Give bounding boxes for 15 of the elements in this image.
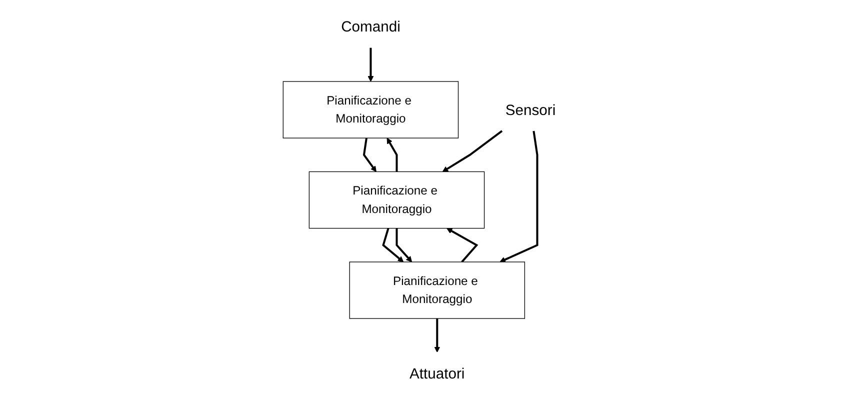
arrow — [386, 138, 398, 172]
arrow — [382, 228, 404, 262]
node-box: Pianificazione e Monitoraggio — [349, 262, 526, 319]
node-text: Attuatori — [410, 364, 465, 382]
arrow — [446, 228, 478, 263]
node-text: Sensori — [505, 101, 556, 118]
node-text: Comandi — [341, 18, 400, 36]
node-box: Pianificazione e Monitoraggio — [308, 171, 485, 229]
arrow — [368, 48, 374, 82]
arrow — [396, 228, 412, 262]
arrow — [362, 138, 376, 172]
arrow — [500, 130, 538, 262]
arrow — [442, 130, 503, 172]
node-box: Pianificazione e Monitoraggio — [282, 81, 459, 138]
arrow — [434, 318, 440, 352]
